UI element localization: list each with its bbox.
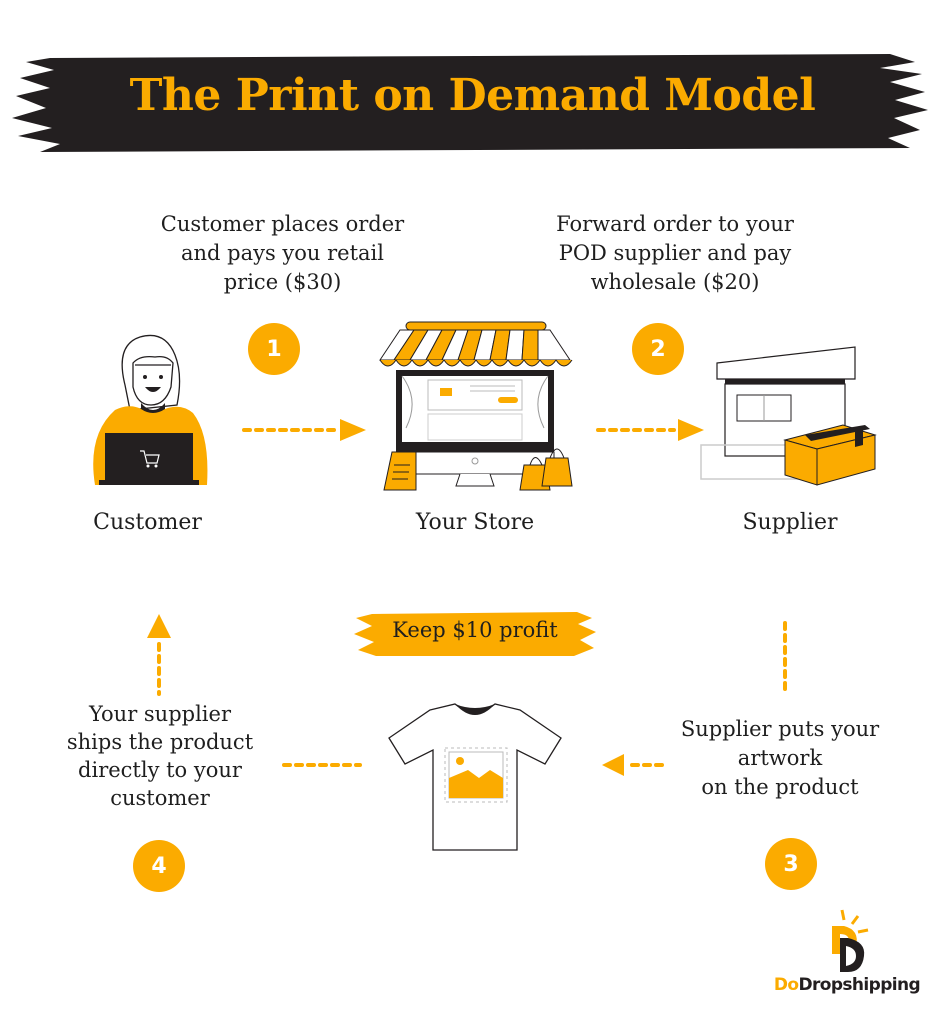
step-3-badge: 3 bbox=[765, 838, 817, 890]
step-2-badge: 2 bbox=[632, 323, 684, 375]
step-4-badge: 4 bbox=[133, 840, 185, 892]
connector-supplier-to-step3 bbox=[783, 621, 787, 692]
storefront-icon bbox=[379, 321, 573, 491]
tshirt-artwork-icon bbox=[388, 703, 562, 851]
logo-wordmark: DoDropshipping bbox=[773, 975, 921, 995]
profit-label: Keep $10 profit bbox=[392, 618, 558, 642]
customer-laptop-icon bbox=[93, 334, 208, 485]
arrow-customer-to-store bbox=[242, 419, 366, 441]
connector-product-to-step4 bbox=[282, 763, 362, 767]
step-2-caption: Forward order to your POD supplier and p… bbox=[556, 212, 794, 294]
arrow-to-customer bbox=[147, 614, 171, 696]
store-label: Your Store bbox=[415, 510, 535, 535]
profit-brush-banner bbox=[354, 612, 596, 656]
customer-label: Customer bbox=[93, 510, 202, 535]
dodropshipping-logo-icon bbox=[832, 909, 869, 972]
step-3-caption: Supplier puts your artwork on the produc… bbox=[680, 717, 880, 799]
step-1-badge: 1 bbox=[248, 323, 300, 375]
title-brush-banner bbox=[12, 54, 928, 152]
step-4-caption: Your supplier ships the product directly… bbox=[66, 702, 254, 810]
arrow-step3-to-product bbox=[602, 754, 670, 776]
step-1-caption: Customer places order and pays you retai… bbox=[160, 212, 405, 294]
warehouse-box-icon bbox=[700, 346, 877, 486]
page-title: The Print on Demand Model bbox=[129, 70, 816, 121]
arrow-store-to-supplier bbox=[596, 419, 704, 441]
supplier-label: Supplier bbox=[742, 510, 838, 535]
